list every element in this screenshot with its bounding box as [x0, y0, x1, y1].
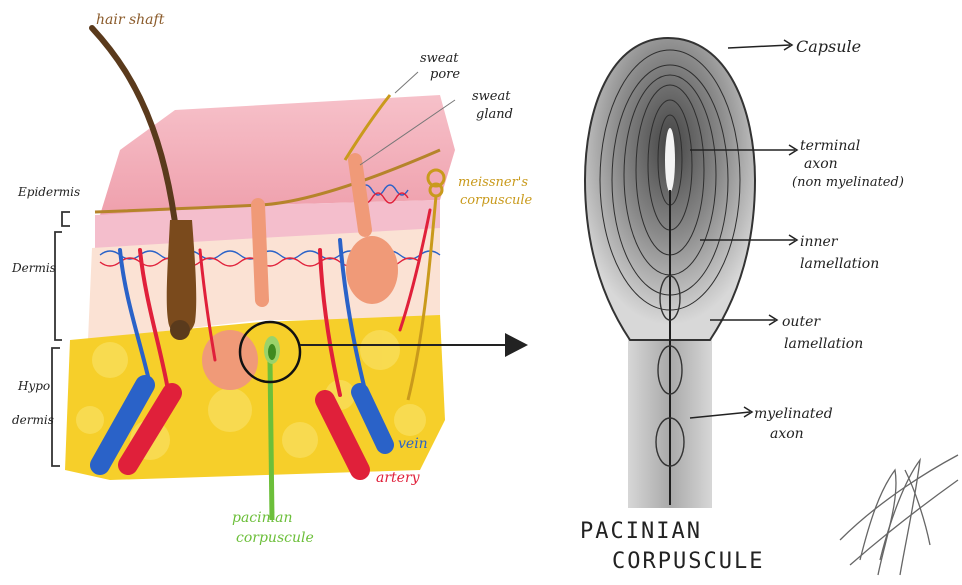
label-terminal-1: terminal [800, 138, 860, 154]
label-meissner-1: meissner's [458, 175, 528, 190]
label-inner-1: inner [800, 234, 839, 250]
label-capsule: Capsule [796, 37, 861, 56]
skin-section [52, 28, 528, 520]
label-sweat-pore-1: sweat [420, 51, 459, 66]
label-terminal-3: (non myelinated) [792, 175, 904, 190]
label-myelinated-2: axon [770, 426, 804, 442]
label-myelinated-1: myelinated [754, 406, 833, 422]
pacinian-corpuscle-detail [585, 38, 797, 508]
label-hair-shaft: hair shaft [96, 12, 165, 28]
title-corpuscule: CORPUSCULE [612, 549, 764, 574]
label-artery: artery [376, 470, 421, 486]
label-sweat-gland-1: sweat [472, 89, 511, 104]
label-vein: vein [398, 436, 428, 452]
label-sweat-pore-2: pore [430, 67, 460, 82]
label-epidermis: Epidermis [17, 185, 80, 199]
label-outer-1: outer [782, 314, 821, 330]
label-sweat-gland-2: gland [476, 107, 513, 122]
label-meissner-2: corpuscule [460, 193, 532, 208]
label-hypodermis-1: Hypo [17, 379, 50, 393]
label-pacinian-1: pacinian [232, 510, 292, 526]
label-pacinian-2: corpuscule [236, 530, 314, 546]
label-hypodermis-2: dermis [12, 413, 54, 427]
label-dermis: Dermis [11, 261, 56, 275]
label-outer-2: lamellation [784, 336, 863, 352]
title-pacinian: PACINIAN [580, 519, 702, 544]
epidermis-layer [100, 95, 455, 215]
terminal-axon-core [665, 128, 675, 192]
label-terminal-2: axon [804, 156, 838, 172]
signature-scribble [840, 455, 958, 575]
label-inner-2: lamellation [800, 256, 879, 272]
